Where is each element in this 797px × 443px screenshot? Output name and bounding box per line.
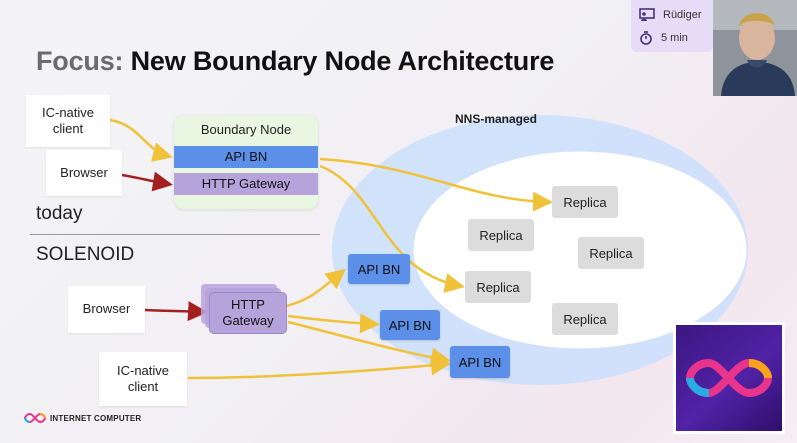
label-today: today [36,203,83,224]
presenter-name: Rüdiger [663,9,702,21]
arrow-gateway-to-apibn3 [287,320,451,368]
arrow-icnative-to-apibn [109,118,173,162]
api-bn-2-label: API BN [388,317,432,333]
http-gateway-bar: HTTP Gateway [174,173,318,195]
boundary-node-group: Boundary Node API BN HTTP Gateway [174,115,318,209]
solenoid-browser-box: Browser [68,286,145,333]
internet-computer-thumbnail [673,322,785,434]
footer-brand: INTERNET COMPUTER [50,413,142,423]
footer-logo: INTERNET COMPUTER [24,412,141,424]
nns-managed-label: NNS-managed [455,112,538,126]
replica-1-label: Replica [563,194,607,210]
arrow-gateway-to-apibn2 [287,313,380,334]
browser-label: Browser [60,164,108,180]
presenter-duration: 5 min [661,32,688,44]
ic-native-client-box: IC-native client [26,95,110,147]
arrow-apibn-to-replica1 [319,157,553,212]
ic-native-client-label: IC-native client [41,104,95,136]
api-bn-bar: API BN [174,146,318,168]
presenter-video [713,0,797,96]
presenter-card: Rüdiger 5 min [631,0,713,52]
presenter-icon [639,8,655,21]
replica-5-label: Replica [563,311,607,327]
title-prefix: Focus: [36,46,124,76]
arrow-apibn-to-replica3 [319,164,465,293]
slide-title: Focus: New Boundary Node Architecture [36,46,554,77]
replica-2-label: Replica [479,227,523,243]
label-solenoid: SOLENOID [36,244,135,265]
presenter-silhouette [713,0,797,96]
api-bn-2: API BN [380,310,440,340]
api-bn-1-label: API BN [357,261,401,277]
browser-box: Browser [46,150,122,196]
section-divider [30,234,320,235]
boundary-node-title: Boundary Node [200,122,292,137]
infinity-thumbnail-icon [685,358,773,398]
arrow-icnative-to-apibn3 [187,355,451,380]
api-bn-3-label: API BN [458,354,502,370]
duration-row: 5 min [639,31,688,45]
api-bn-3: API BN [450,346,510,378]
http-gateway-box: HTTP Gateway [210,293,286,333]
arrow-browser-to-http-gateway [144,301,208,322]
replica-1: Replica [552,186,618,218]
replica-5: Replica [552,303,618,335]
solenoid-ic-native-client-label: IC-native client [116,362,170,394]
replica-2: Replica [468,219,534,251]
replica-4-label: Replica [476,279,520,295]
replica-3-label: Replica [589,245,633,261]
title-main: New Boundary Node Architecture [130,46,555,76]
arrow-browser-to-gateway [121,171,173,192]
replica-3: Replica [578,237,644,269]
stopwatch-icon [640,31,652,45]
replica-4: Replica [465,271,531,303]
arrow-gateway-to-apibn1 [285,268,346,308]
api-bn-1: API BN [348,254,410,284]
presenter-row: Rüdiger [639,8,702,22]
solenoid-browser-label: Browser [82,301,131,317]
http-gateway-label: HTTP Gateway [222,297,274,328]
infinity-logo-icon [24,412,46,424]
solenoid-ic-native-client-box: IC-native client [99,352,187,406]
